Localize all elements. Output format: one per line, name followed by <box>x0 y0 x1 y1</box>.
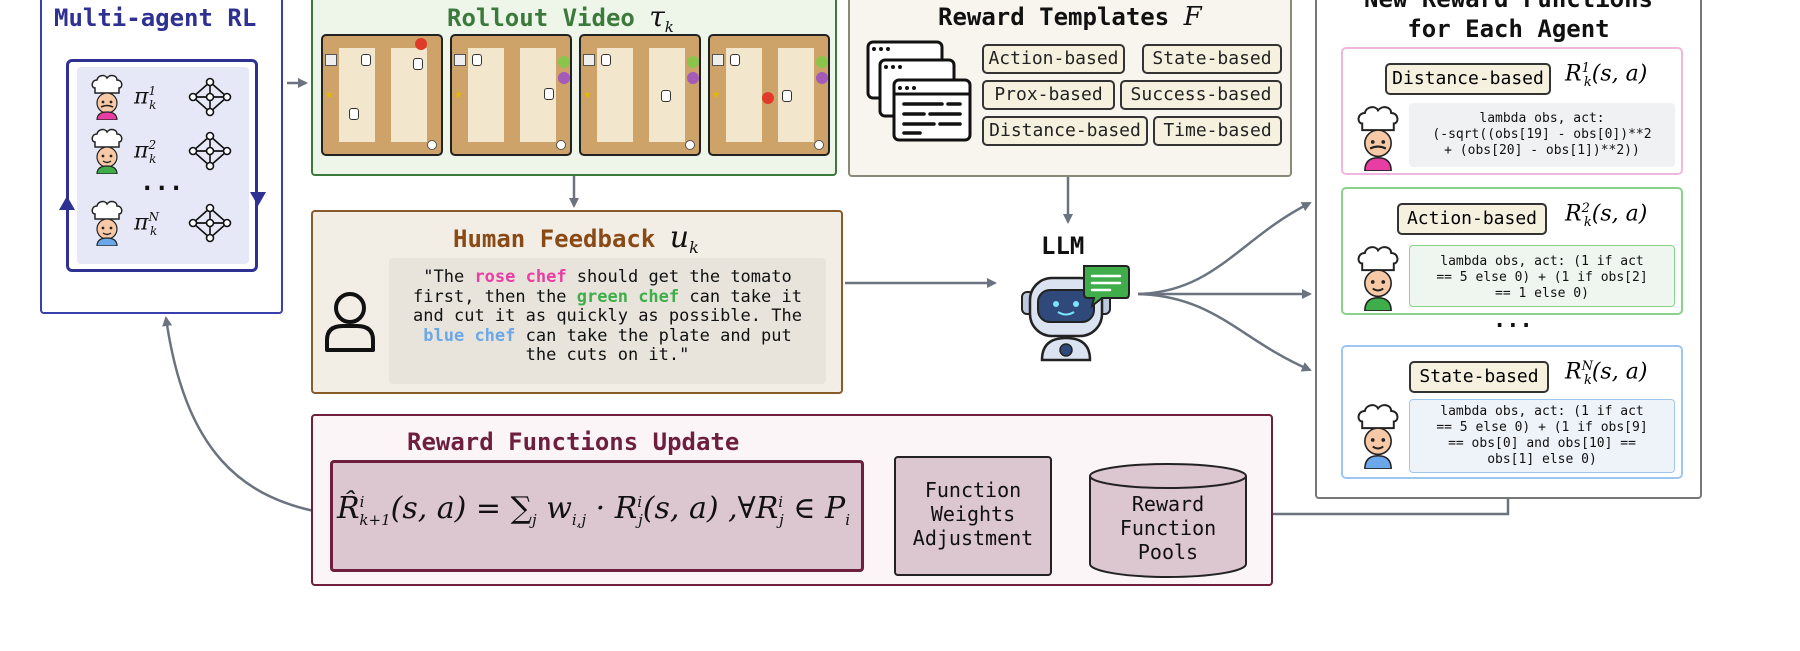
reward-func-agent-n: RNk(s, a) <box>1565 359 1648 388</box>
policy-symbol-1: π1k <box>134 84 157 112</box>
reward-card-agent-2: Action-based R2k(s, a) lambda obs, act: … <box>1341 187 1683 315</box>
update-formula: R̂ik+1(s, a) = ∑j wi,j · Rij(s, a) ,∀Rij… <box>337 491 851 529</box>
green-chef-avatar-icon <box>91 128 123 174</box>
llm-label: LLM <box>1041 232 1085 260</box>
new-reward-functions-panel: New Reward Functions for Each Agent Dist… <box>1315 0 1702 499</box>
reward-functions-update-panel: Reward Functions Update R̂ik+1(s, a) = ∑… <box>311 414 1273 586</box>
reward-templates-title: Reward Templates F <box>938 2 1202 32</box>
blue-chef-avatar-icon <box>1357 404 1399 469</box>
feedback-quote: "The rose chef should get the tomato fir… <box>389 258 826 384</box>
loop-down-arrow-icon <box>250 192 266 206</box>
policy-symbol-n: πNk <box>134 210 159 238</box>
neural-network-icon-n <box>188 203 232 243</box>
policy-row-1: π1k <box>88 74 238 120</box>
reward-card-agent-n: State-based RNk(s, a) lambda obs, act: (… <box>1341 345 1683 479</box>
neural-network-icon-1 <box>188 77 232 117</box>
arrow-formula-to-rl <box>162 316 331 516</box>
human-feedback-panel: Human Feedback uk "The rose chef should … <box>311 210 843 394</box>
reward-card-agent-1: Distance-based R1k(s, a) lambda obs, act… <box>1341 47 1683 175</box>
template-tag-success: Success-based <box>1120 80 1282 110</box>
rollout-frame-4: ★ <box>708 34 830 156</box>
multiagent-rl-panel: Multi-agent RL π1k <box>40 0 283 314</box>
policy-row-2: π2k <box>88 128 238 174</box>
multiagent-rl-title: Multi-agent RL <box>54 4 257 32</box>
green-chef-avatar-icon <box>1357 246 1399 311</box>
policy-loop-frame <box>66 59 258 272</box>
reward-type-agent-1: Distance-based <box>1385 63 1551 95</box>
new-reward-functions-title: New Reward Functions for Each Agent <box>1364 0 1653 43</box>
agents-ellipsis: ... <box>1493 308 1533 333</box>
template-tag-action: Action-based <box>982 44 1125 74</box>
reward-type-agent-2: Action-based <box>1397 203 1547 235</box>
reward-function-pools-cylinder <box>1089 463 1247 578</box>
reward-code-agent-1: lambda obs, act: (-sqrt((obs[19] - obs[0… <box>1409 103 1675 167</box>
policy-row-n: πNk <box>88 200 238 246</box>
arrow-llm-to-agent1 <box>1137 201 1312 296</box>
reward-func-agent-2: R2k(s, a) <box>1565 201 1648 230</box>
robot-icon <box>1021 265 1130 362</box>
reward-function-pools-label: Reward Function Pools <box>1119 492 1217 564</box>
loop-up-arrow-icon <box>59 196 75 210</box>
template-tag-state: State-based <box>1142 44 1282 74</box>
rollout-frame-1: ★ <box>321 34 443 156</box>
template-tag-distance: Distance-based <box>982 116 1148 146</box>
human-feedback-title: Human Feedback uk <box>453 220 699 257</box>
person-icon <box>325 292 375 352</box>
reward-templates-panel: Reward Templates F Action-based State-ba… <box>848 0 1292 177</box>
reward-code-agent-n: lambda obs, act: (1 if act == 5 else 0) … <box>1409 399 1675 473</box>
code-windows-icon <box>866 40 972 142</box>
reward-functions-update-title: Reward Functions Update <box>407 428 740 456</box>
update-formula-box: R̂ik+1(s, a) = ∑j wi,j · Rij(s, a) ,∀Rij… <box>330 460 864 572</box>
rose-chef-avatar-icon <box>91 74 123 120</box>
policy-ellipsis: ... <box>140 168 184 196</box>
reward-type-agent-n: State-based <box>1409 361 1549 393</box>
neural-network-icon-2 <box>188 131 232 171</box>
template-tag-time: Time-based <box>1153 116 1282 146</box>
reward-code-agent-2: lambda obs, act: (1 if act == 5 else 0) … <box>1409 245 1675 307</box>
template-tag-prox: Prox-based <box>982 80 1115 110</box>
function-weights-adjustment-box: Function Weights Adjustment <box>894 456 1052 576</box>
rose-chef-avatar-icon <box>1357 106 1399 171</box>
rollout-video-title: Rollout Video τk <box>447 0 674 36</box>
reward-func-agent-1: R1k(s, a) <box>1565 61 1648 90</box>
rollout-video-panel: Rollout Video τk ★ ★ ★ ★ <box>311 0 837 176</box>
policy-symbol-2: π2k <box>134 138 157 166</box>
arrow-rewards-to-pools <box>1248 499 1510 519</box>
rollout-frame-3: ★ <box>579 34 701 156</box>
rollout-frame-2: ★ <box>450 34 572 156</box>
arrow-llm-to-agentN <box>1137 292 1312 372</box>
blue-chef-avatar-icon <box>91 200 123 246</box>
